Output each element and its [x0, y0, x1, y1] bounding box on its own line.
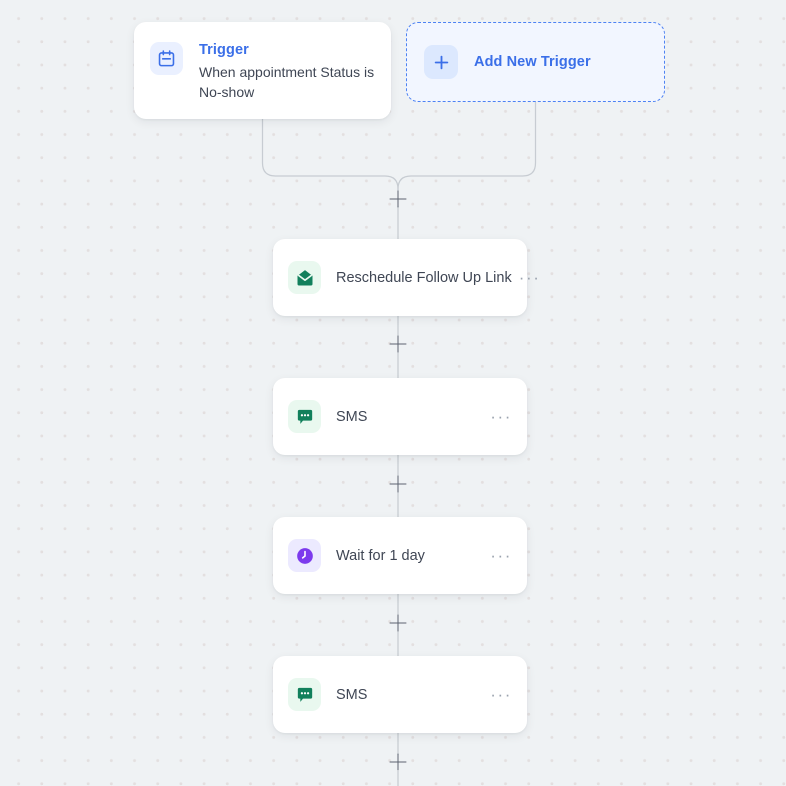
calendar-icon [150, 42, 183, 75]
step-menu-button[interactable]: ··· [490, 545, 512, 565]
step-label: Wait for 1 day [336, 547, 425, 564]
step-menu-button[interactable]: ··· [490, 684, 512, 704]
chat-bubble-icon [288, 400, 321, 433]
step-menu-button[interactable]: ··· [490, 406, 512, 426]
add-step-after-sms-1[interactable] [389, 475, 407, 493]
step-label: Reschedule Follow Up Link [336, 269, 512, 286]
chat-bubble-icon [288, 678, 321, 711]
step-label: SMS [336, 408, 368, 425]
trigger-description: When appointment Status is No-show [199, 64, 375, 100]
trigger-card[interactable]: Trigger When appointment Status is No-sh… [134, 22, 391, 119]
step-menu-button[interactable]: ··· [518, 267, 541, 287]
add-step-after-sms-2[interactable] [389, 753, 407, 771]
step-card-reschedule-follow-up-link[interactable]: Reschedule Follow Up Link ··· [273, 239, 539, 316]
step-label: SMS [336, 686, 368, 703]
envelope-icon [288, 261, 321, 294]
add-step-after-reschedule[interactable] [389, 335, 407, 353]
trigger-title: Trigger [199, 42, 249, 58]
add-new-trigger-button[interactable]: Add New Trigger [406, 22, 665, 102]
add-step-after-trigger[interactable] [389, 190, 407, 208]
clock-icon [288, 539, 321, 572]
plus-icon [424, 45, 458, 79]
step-card-sms-2[interactable]: SMS ··· [273, 656, 527, 733]
add-new-trigger-label: Add New Trigger [474, 54, 591, 70]
step-card-wait[interactable]: Wait for 1 day ··· [273, 517, 527, 594]
add-step-after-wait[interactable] [389, 614, 407, 632]
step-card-sms-1[interactable]: SMS ··· [273, 378, 527, 455]
